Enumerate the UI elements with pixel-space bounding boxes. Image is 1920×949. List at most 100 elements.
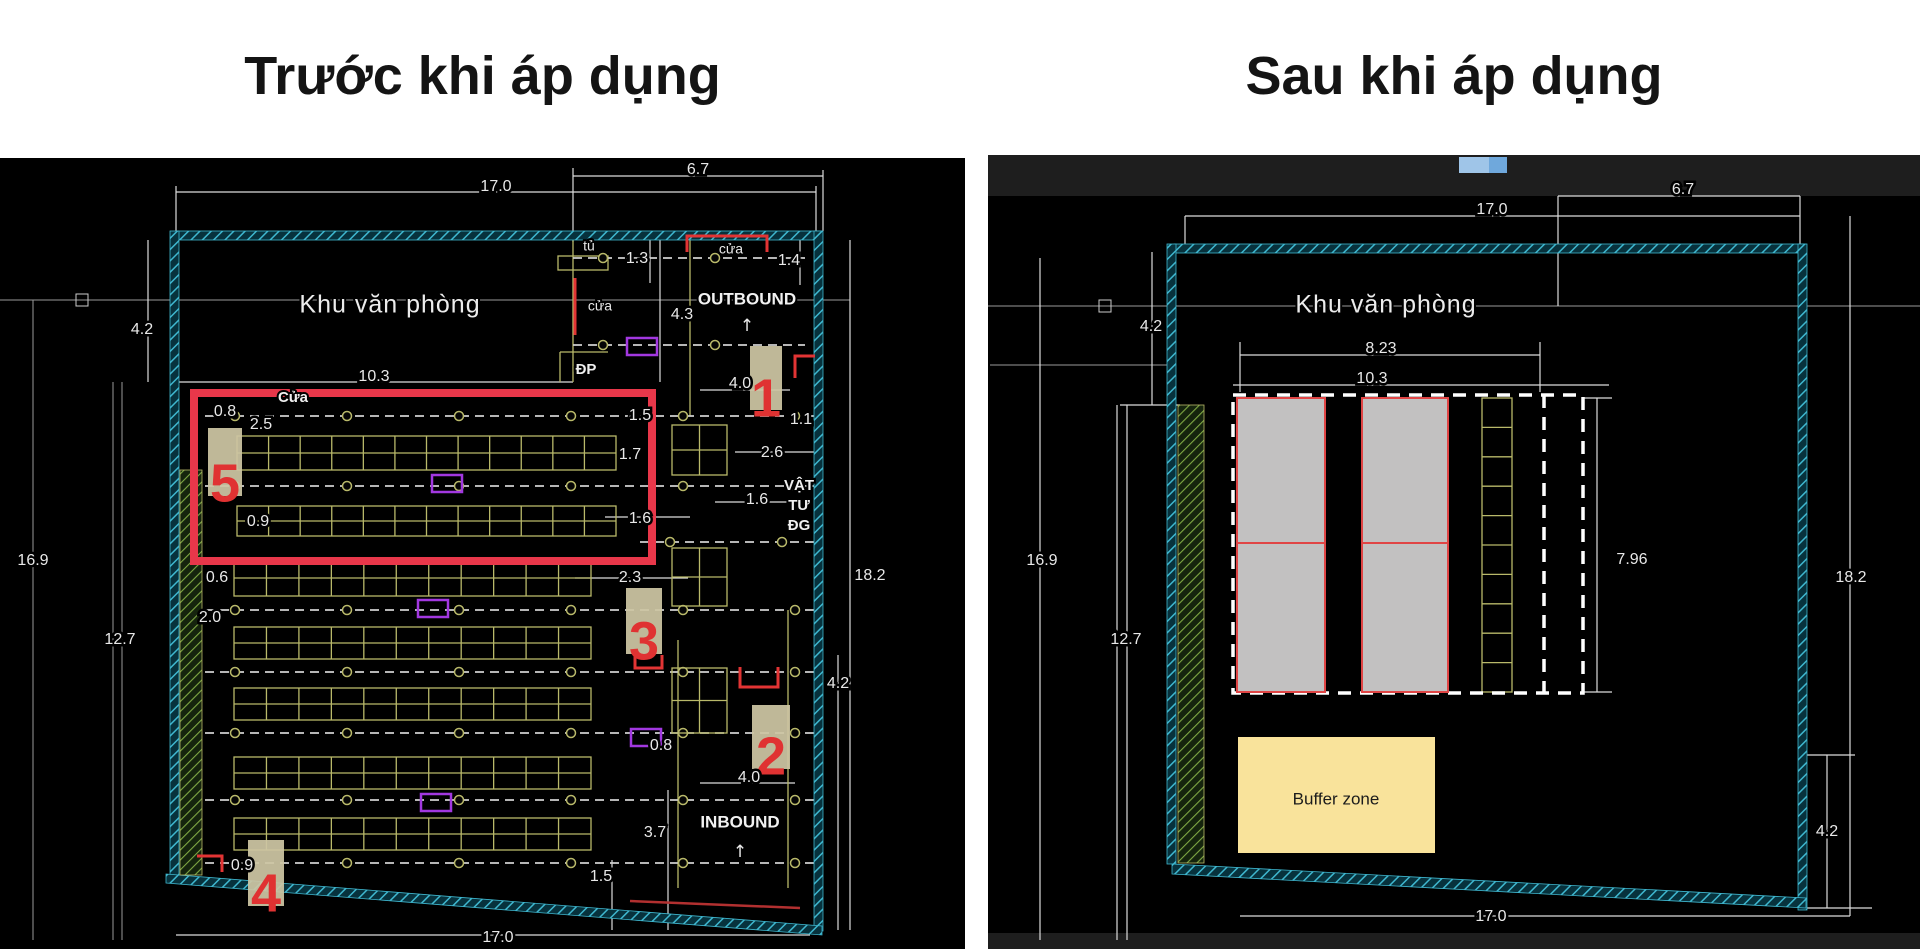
column-node — [341, 480, 353, 492]
dimension-label: 2.3 — [619, 569, 641, 586]
buffer-zone-area — [1238, 737, 1435, 853]
dimension-label: 1.6 — [629, 510, 651, 527]
room-label: tủ — [583, 238, 595, 254]
column-node — [565, 857, 577, 869]
dimension-label: 17.0 — [480, 178, 511, 195]
door-mark — [793, 354, 815, 378]
new-rack-block — [1236, 397, 1326, 693]
dimension-label: 6.7 — [687, 161, 709, 178]
room-label: Buffer zone — [1293, 789, 1380, 808]
cad-background — [0, 158, 965, 949]
dimension-label: 1.3 — [626, 250, 648, 267]
dimension-label: 2.6 — [761, 444, 783, 461]
room-label: TƯ — [788, 497, 810, 514]
room-label: OUTBOUND — [698, 289, 796, 308]
column-node — [789, 480, 801, 492]
column-node — [229, 666, 241, 678]
dimension-label: 8.23 — [1365, 340, 1396, 357]
toolbar-band — [988, 155, 1920, 196]
column-node — [229, 727, 241, 739]
room-label: VẬT — [784, 476, 814, 494]
column-node — [664, 536, 676, 548]
column-node — [341, 794, 353, 806]
reference-node — [75, 293, 89, 307]
column-node — [453, 410, 465, 422]
column-node — [677, 604, 689, 616]
dimension-label: 4.2 — [827, 675, 849, 692]
dimension-label: 18.2 — [1835, 569, 1866, 586]
column-node — [229, 410, 241, 422]
dimension-label: 0.8 — [214, 403, 236, 420]
column-node — [565, 604, 577, 616]
red-edge-line — [629, 899, 801, 910]
column-node — [565, 727, 577, 739]
cabinet-outline — [557, 255, 609, 271]
column-node — [789, 666, 801, 678]
selection-highlight — [1459, 157, 1489, 173]
dimension-label: 16.9 — [1026, 552, 1057, 569]
equipment-symbol — [416, 598, 450, 619]
column-node — [677, 794, 689, 806]
new-rack-block — [1361, 397, 1449, 693]
dimension-label: 0.9 — [247, 513, 269, 530]
dimension-label: 1.5 — [629, 407, 651, 424]
dimension-label: 0.8 — [650, 737, 672, 754]
reference-node — [1098, 299, 1112, 313]
column-node — [341, 727, 353, 739]
equipment-symbol — [629, 727, 663, 748]
door-mark — [685, 234, 769, 252]
marker-number-4: 4 — [251, 863, 281, 923]
wall — [1166, 243, 1177, 865]
room-label: ↑ — [740, 316, 754, 336]
room-label: ĐG — [788, 517, 811, 534]
column-node — [229, 857, 241, 869]
marker-number-3: 3 — [629, 611, 659, 671]
column-node — [453, 727, 465, 739]
dimension-label: 1.4 — [778, 252, 800, 269]
column-node — [341, 410, 353, 422]
column-node — [597, 339, 609, 351]
marker-box-2 — [752, 705, 790, 769]
column-node — [709, 339, 721, 351]
marker-number-1: 1 — [751, 368, 781, 428]
column-node — [453, 604, 465, 616]
dimension-label: 4.0 — [738, 769, 760, 786]
dimension-label: 4.3 — [671, 306, 693, 323]
equipment-symbol — [625, 336, 659, 357]
column-node — [789, 857, 801, 869]
column-node — [229, 604, 241, 616]
column-node — [565, 480, 577, 492]
door-mark — [738, 667, 780, 689]
dimension-label: 18.2 — [854, 567, 885, 584]
column-node — [789, 604, 801, 616]
dimension-label: 10.3 — [1356, 370, 1387, 387]
toolbar-band — [988, 933, 1920, 949]
dimension-label: 1.6 — [746, 491, 768, 508]
column-node — [341, 857, 353, 869]
column-node — [677, 480, 689, 492]
column-node — [789, 794, 801, 806]
hatched-wall-zone — [1177, 404, 1205, 864]
door-mark — [633, 655, 664, 670]
dimension-label: 12.7 — [1110, 631, 1141, 648]
equipment-symbol — [430, 473, 464, 494]
room-label: INBOUND — [700, 812, 779, 831]
wall — [169, 230, 180, 884]
sloped-wall — [165, 873, 823, 936]
highlight-box — [190, 389, 656, 565]
sloped-wall — [1171, 863, 1807, 909]
dimension-label: 1.7 — [619, 446, 641, 463]
column-node — [677, 666, 689, 678]
room-label: ↑ — [733, 842, 747, 862]
door-mark — [197, 854, 224, 872]
marker-box-4 — [248, 840, 284, 906]
dimension-label: 7.96 — [1616, 551, 1647, 568]
cad-background — [988, 155, 1920, 949]
dimension-label: 0.9 — [231, 857, 253, 874]
column-node — [453, 794, 465, 806]
dimension-label: 2.5 — [250, 416, 272, 433]
room-label: Khu văn phòng — [299, 291, 480, 319]
column-node — [565, 666, 577, 678]
column-node — [677, 410, 689, 422]
